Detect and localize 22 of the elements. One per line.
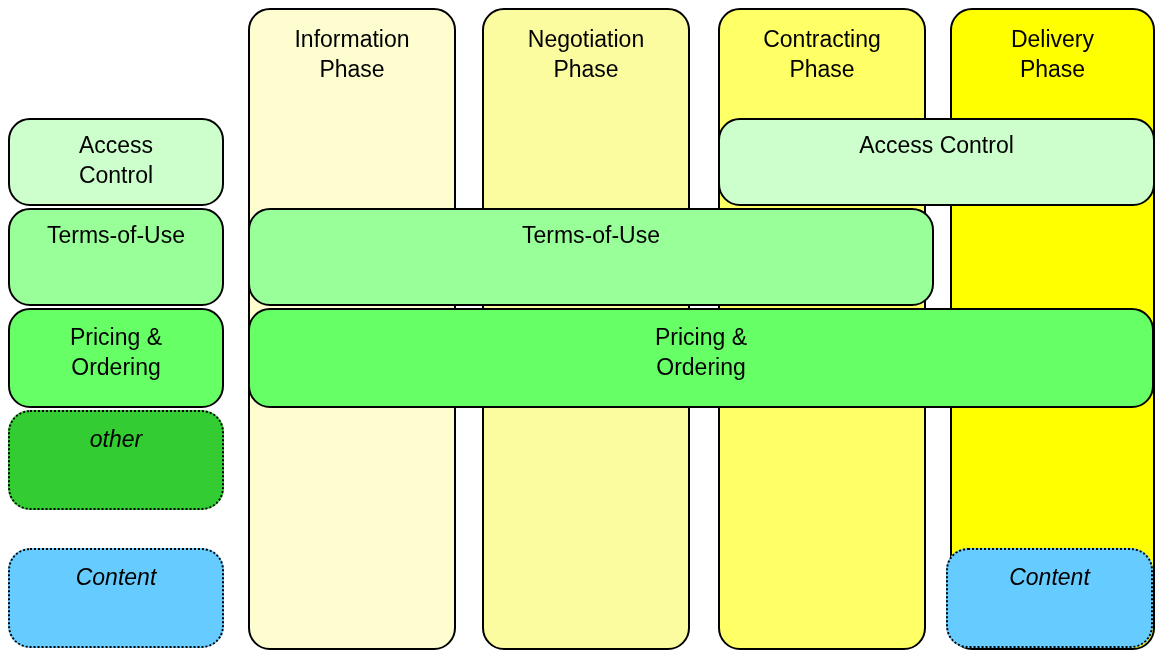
layer-label: Pricing & Ordering	[653, 323, 748, 382]
phase-title: Contracting Phase	[762, 25, 882, 84]
layer-band	[718, 118, 1155, 206]
layer-box	[8, 410, 224, 510]
phase-title: Delivery Phase	[1009, 25, 1096, 84]
layer-label: Access Control	[77, 131, 155, 190]
layer-label: Pricing & Ordering	[68, 323, 163, 382]
content-box	[946, 548, 1153, 648]
content-label: Content	[74, 563, 158, 592]
layer-band	[248, 308, 1154, 408]
content-label: Content	[1008, 563, 1092, 592]
layer-label: other	[88, 425, 144, 454]
layer-label: Terms-of-Use	[521, 221, 661, 250]
layer-box	[8, 118, 224, 206]
content-box	[8, 548, 224, 648]
layer-band	[248, 208, 934, 306]
layer-label: Access Control	[858, 131, 1015, 160]
layer-box	[8, 208, 224, 306]
phase-title: Information Phase	[293, 25, 411, 84]
layer-box	[8, 308, 224, 408]
layer-label: Terms-of-Use	[46, 221, 186, 250]
phase-title: Negotiation Phase	[526, 25, 646, 84]
